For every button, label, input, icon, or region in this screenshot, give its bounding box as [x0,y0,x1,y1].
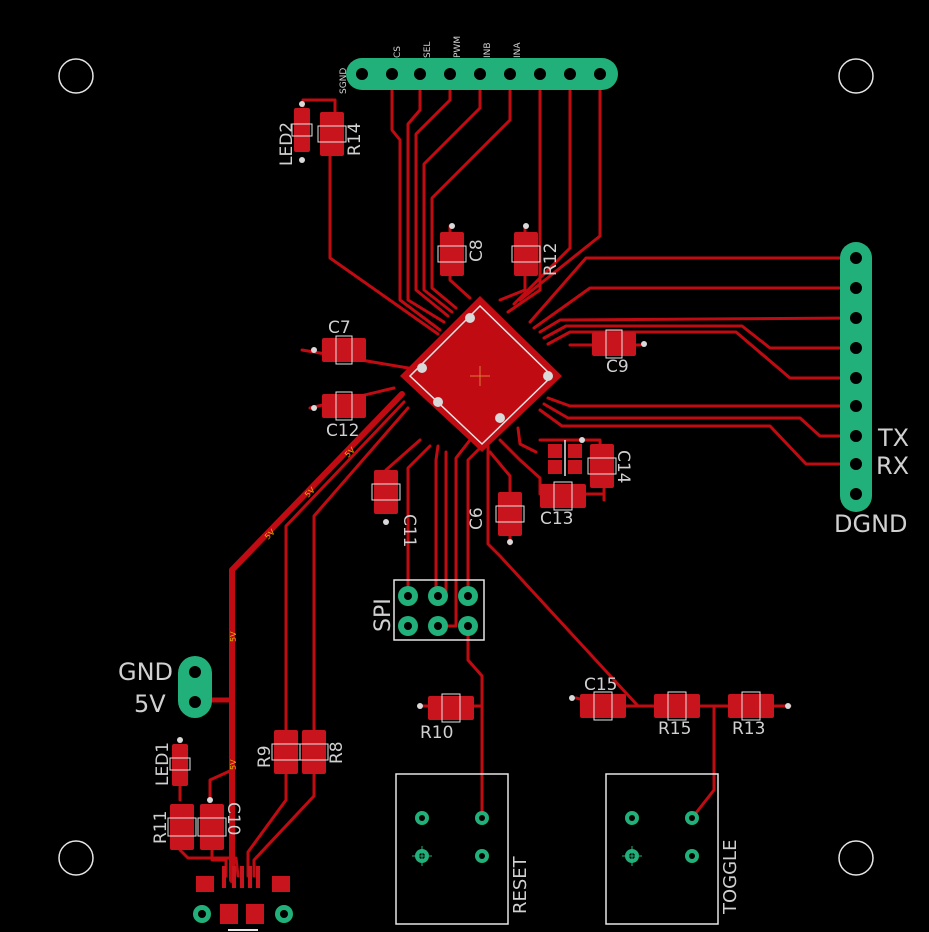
label-c9: C9 [606,357,629,377]
header-label-sgnd: SGND [339,68,349,94]
header-label-sel: SEL [423,42,433,58]
label-c7: C7 [328,318,351,338]
power-labels: GND 5V [118,658,173,718]
label-c14: C14 [613,450,633,484]
label-c12: C12 [326,421,360,441]
header-label-ina: INA [513,42,523,58]
reset-label: RESET [510,855,531,914]
component-c7 [311,335,366,365]
power-connector [178,656,212,718]
label-r13: R13 [732,719,765,739]
label-c11: C11 [399,514,419,548]
mounting-hole-top-right [838,58,874,94]
component-c8 [437,223,467,276]
component-c6 [495,492,525,545]
net-label-5v-d: 5V [229,631,238,642]
label-r12: R12 [541,243,561,276]
mounting-holes [58,58,874,876]
header-label-pwm: PWM [453,36,463,58]
right-header [840,242,872,512]
header-label-cs: CS [393,46,403,58]
label-r11: R11 [151,811,171,844]
top-header [346,58,618,90]
component-c10 [197,797,227,850]
net-label-5v-e: 5V [229,759,238,770]
header-label-rx: RX [876,452,909,480]
component-led1 [169,737,191,786]
copper-traces [178,72,858,883]
label-led1: LED1 [153,742,173,786]
component-r12 [511,223,541,276]
label-r9: R9 [255,745,275,768]
label-c8: C8 [467,239,487,262]
component-r9 [271,730,301,774]
label-led2: LED2 [277,122,297,166]
component-r8 [299,730,329,774]
component-r11 [167,804,197,850]
component-r15 [654,691,700,721]
spi-header [393,579,485,641]
label-r10: R10 [420,723,453,743]
mcu-chip [400,296,562,452]
label-c13: C13 [540,509,574,529]
component-c12 [311,391,366,421]
component-r10 [417,693,474,723]
label-r8: R8 [327,741,347,764]
power-label-gnd: GND [118,658,173,686]
component-c14 [579,437,617,488]
reset-button [395,773,509,925]
mounting-hole-top-left [58,58,94,94]
label-r14: R14 [345,123,365,156]
component-led2 [291,101,313,163]
component-c15 [569,691,626,721]
right-header-labels: TX RX DGND [834,424,909,538]
label-r15: R15 [658,719,691,739]
toggle-button [605,773,719,925]
component-crystal [548,440,582,476]
component-c13 [540,481,586,511]
mounting-hole-bottom-right [838,840,874,876]
component-r14 [317,112,347,156]
usb-connector [193,866,293,931]
header-label-dgnd: DGND [834,510,908,538]
component-r13 [728,691,791,721]
label-c10: C10 [223,802,243,836]
header-label-tx: TX [877,424,909,452]
component-c9 [592,329,647,359]
label-c15: C15 [584,675,618,695]
mounting-hole-bottom-left [58,840,94,876]
component-c11 [371,470,401,525]
header-labels: SGND CS SEL PWM INB INA [339,36,523,94]
label-c6: C6 [467,507,487,530]
toggle-label: TOGGLE [720,840,741,915]
power-label-5v: 5V [134,690,166,718]
header-label-inb: INB [483,42,493,58]
spi-label: SPI [371,598,396,632]
